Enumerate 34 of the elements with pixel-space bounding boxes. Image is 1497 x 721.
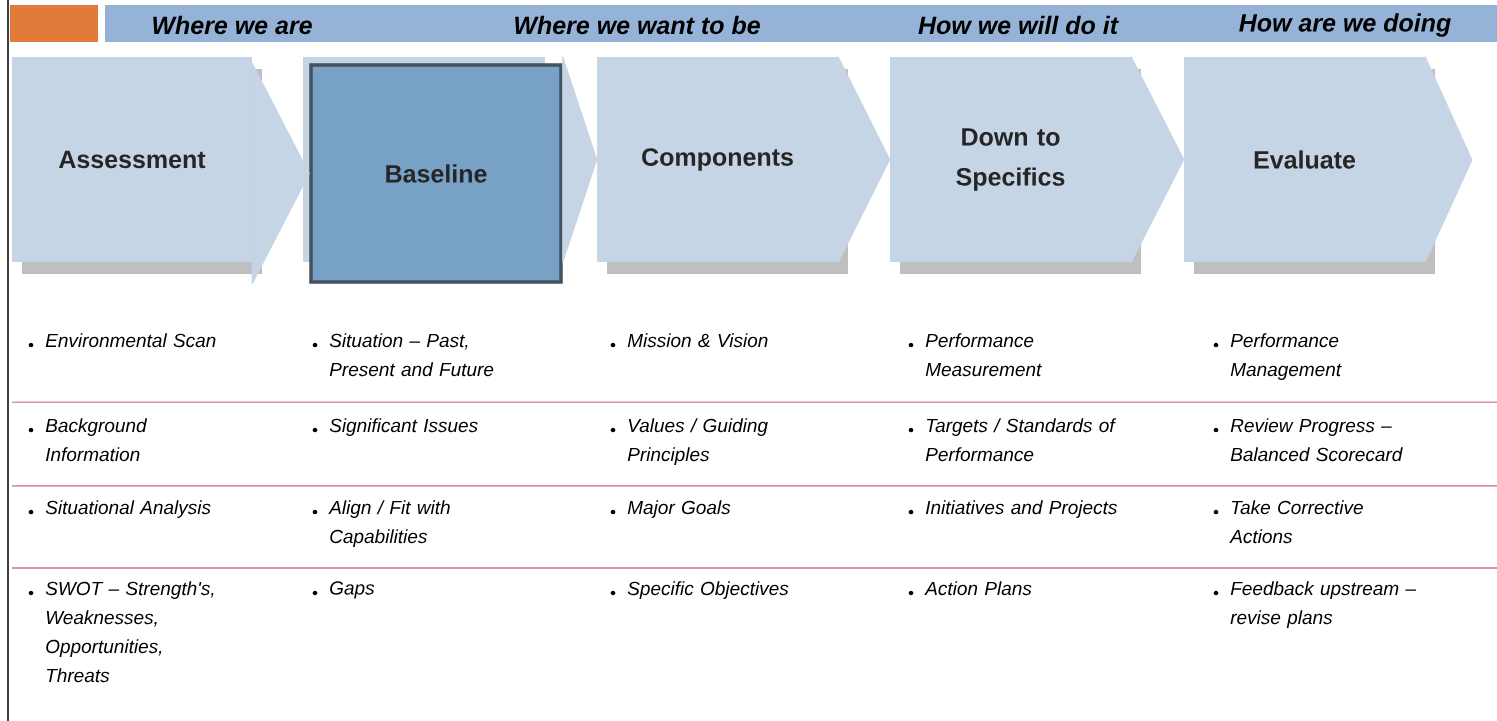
list-item: Situational Analysis (28, 500, 211, 518)
heading: Where we want to be (515, 15, 760, 35)
heading: How are we doing (1239, 13, 1451, 37)
list-item: Gaps (312, 581, 375, 599)
process-box: Evaluate (1184, 57, 1435, 274)
list-item: Significant Issues (312, 418, 478, 436)
list-item: Take Corrective Actions (1213, 500, 1363, 544)
list-item: Background Information (28, 418, 148, 462)
process-box: Assessment (12, 57, 262, 274)
list-item: Review Progress – Balanced Scorecard (1213, 418, 1403, 462)
list-item: Specific Objectives (610, 581, 789, 599)
process-box: Down to Specifics (890, 57, 1141, 274)
chevron-arrow (251, 62, 310, 285)
list-item: Feedback upstream – revise plans (1213, 581, 1417, 628)
list-item: Targets / Standards of Performance (908, 418, 1117, 462)
list-item: Environmental Scan (28, 333, 216, 348)
chevron-arrow (1130, 56, 1185, 263)
list-item: Align / Fit with Capabilities (312, 500, 450, 547)
heading: Where we are (153, 15, 312, 35)
list-item: Initiatives and Projects (908, 500, 1117, 518)
list-item: Values / Guiding Principles (610, 418, 768, 465)
chevron-arrow (1424, 56, 1473, 263)
list-item: Performance Measurement (908, 333, 1042, 377)
process-box: Baseline (303, 57, 563, 284)
list-item: Situation – Past, Present and Future (312, 333, 494, 377)
process-box: Components (597, 57, 848, 274)
list-item: Mission & Vision (610, 333, 768, 348)
list-item: Action Plans (908, 581, 1032, 596)
chevron-arrow (562, 56, 598, 263)
list-item: Major Goals (610, 500, 731, 518)
heading: How we will do it (918, 15, 1119, 35)
chevron-arrow (837, 56, 891, 263)
list-item: SWOT – Strength's, Weaknesses, Opportunities, Threats (28, 581, 214, 683)
list-item: Performance Management (1213, 333, 1342, 380)
